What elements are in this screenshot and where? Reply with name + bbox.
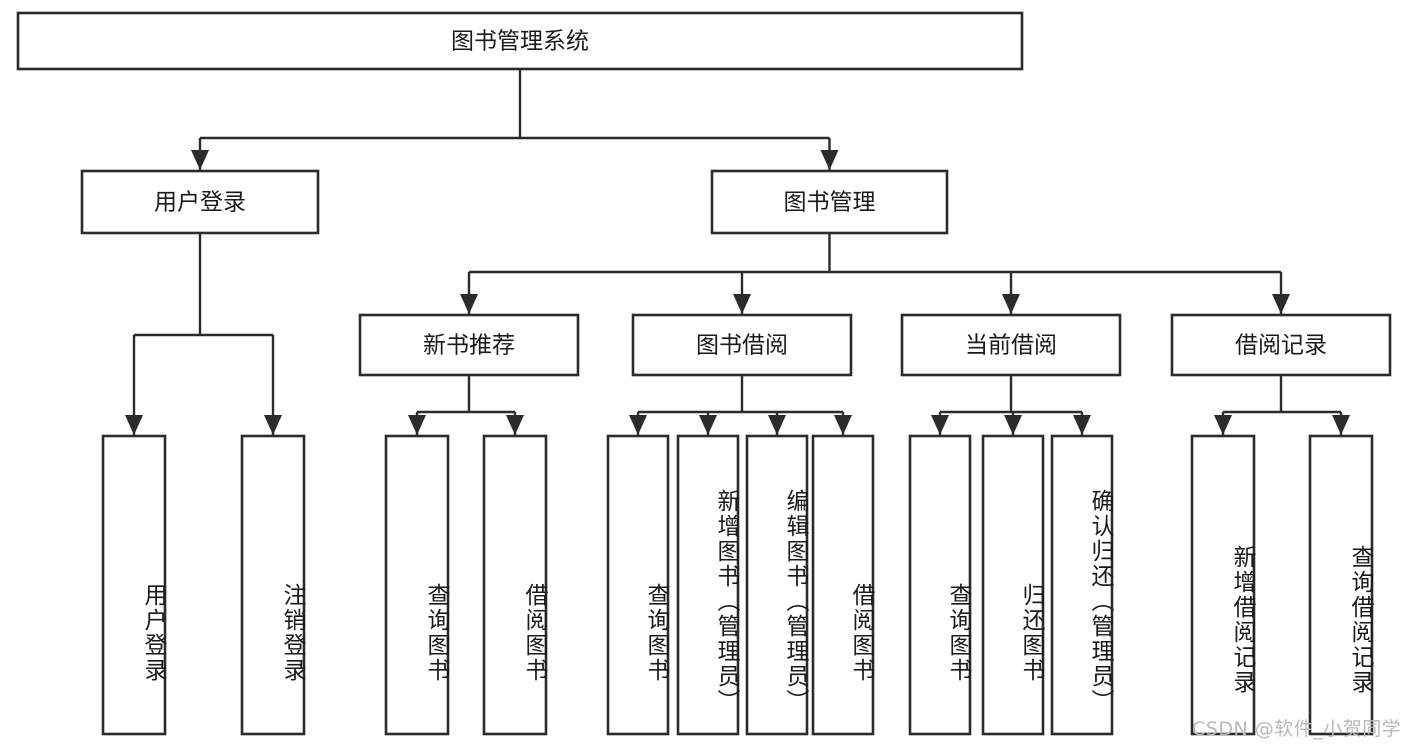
- node-label-book-manage: 图书管理: [784, 190, 876, 216]
- arrow-head-icon: [460, 294, 478, 314]
- node-box-leaf-return-book[interactable]: [981, 434, 1045, 736]
- node-box-current-borrow[interactable]: [900, 313, 1122, 377]
- node-box-leaf-query-book-1[interactable]: [384, 434, 450, 736]
- node-box-leaf-borrow-book-1[interactable]: [482, 434, 548, 736]
- node-box-leaf-add-borrow-record[interactable]: [1190, 434, 1256, 736]
- node-label-new-book-recommend: 新书推荐: [423, 333, 515, 359]
- arrow-head-icon: [768, 415, 786, 435]
- node-box-leaf-user-login[interactable]: [101, 434, 167, 736]
- arrow-head-icon: [1002, 294, 1020, 314]
- arrow-head-icon: [834, 415, 852, 435]
- node-box-user-login[interactable]: [80, 169, 320, 235]
- node-label-current-borrow: 当前借阅: [965, 333, 1057, 359]
- node-label-root: 图书管理系统: [451, 29, 589, 55]
- arrow-head-icon: [125, 415, 143, 435]
- node-box-book-manage[interactable]: [710, 169, 949, 235]
- node-label-user-login: 用户登录: [154, 190, 246, 216]
- arrow-head-icon: [931, 415, 949, 435]
- node-box-leaf-edit-book-admin[interactable]: [745, 434, 809, 736]
- arrow-head-icon: [264, 415, 282, 435]
- node-boxes: [16, 11, 1392, 736]
- arrow-head-icon: [1214, 415, 1232, 435]
- arrow-head-icon: [1073, 415, 1091, 435]
- node-box-leaf-borrow-book-2[interactable]: [811, 434, 875, 736]
- arrow-head-icon: [191, 150, 209, 170]
- node-box-borrow-record[interactable]: [1170, 313, 1392, 377]
- arrow-head-icon: [506, 415, 524, 435]
- connector-lines: [125, 69, 1350, 435]
- node-label-borrow-record: 借阅记录: [1235, 333, 1327, 359]
- arrow-head-icon: [408, 415, 426, 435]
- node-label-book-borrow: 图书借阅: [696, 333, 788, 359]
- node-box-root[interactable]: [16, 11, 1024, 71]
- arrow-head-icon: [733, 294, 751, 314]
- watermark: CSDN @软件_小贺同学: [1192, 718, 1402, 740]
- arrow-head-icon: [1004, 415, 1022, 435]
- node-box-leaf-confirm-return-admin[interactable]: [1050, 434, 1114, 736]
- node-box-new-book-recommend[interactable]: [358, 313, 580, 377]
- node-box-leaf-logout[interactable]: [240, 434, 306, 736]
- arrow-head-icon: [1272, 294, 1290, 314]
- arrow-head-icon: [629, 415, 647, 435]
- node-box-book-borrow[interactable]: [631, 313, 853, 377]
- arrow-head-icon: [1332, 415, 1350, 435]
- arrow-head-icon: [820, 150, 839, 170]
- node-box-leaf-query-borrow-record[interactable]: [1308, 434, 1374, 736]
- node-box-leaf-add-book-admin[interactable]: [676, 434, 740, 736]
- node-box-leaf-query-book-3[interactable]: [908, 434, 972, 736]
- node-box-leaf-query-book-2[interactable]: [606, 434, 670, 736]
- arrow-head-icon: [699, 415, 717, 435]
